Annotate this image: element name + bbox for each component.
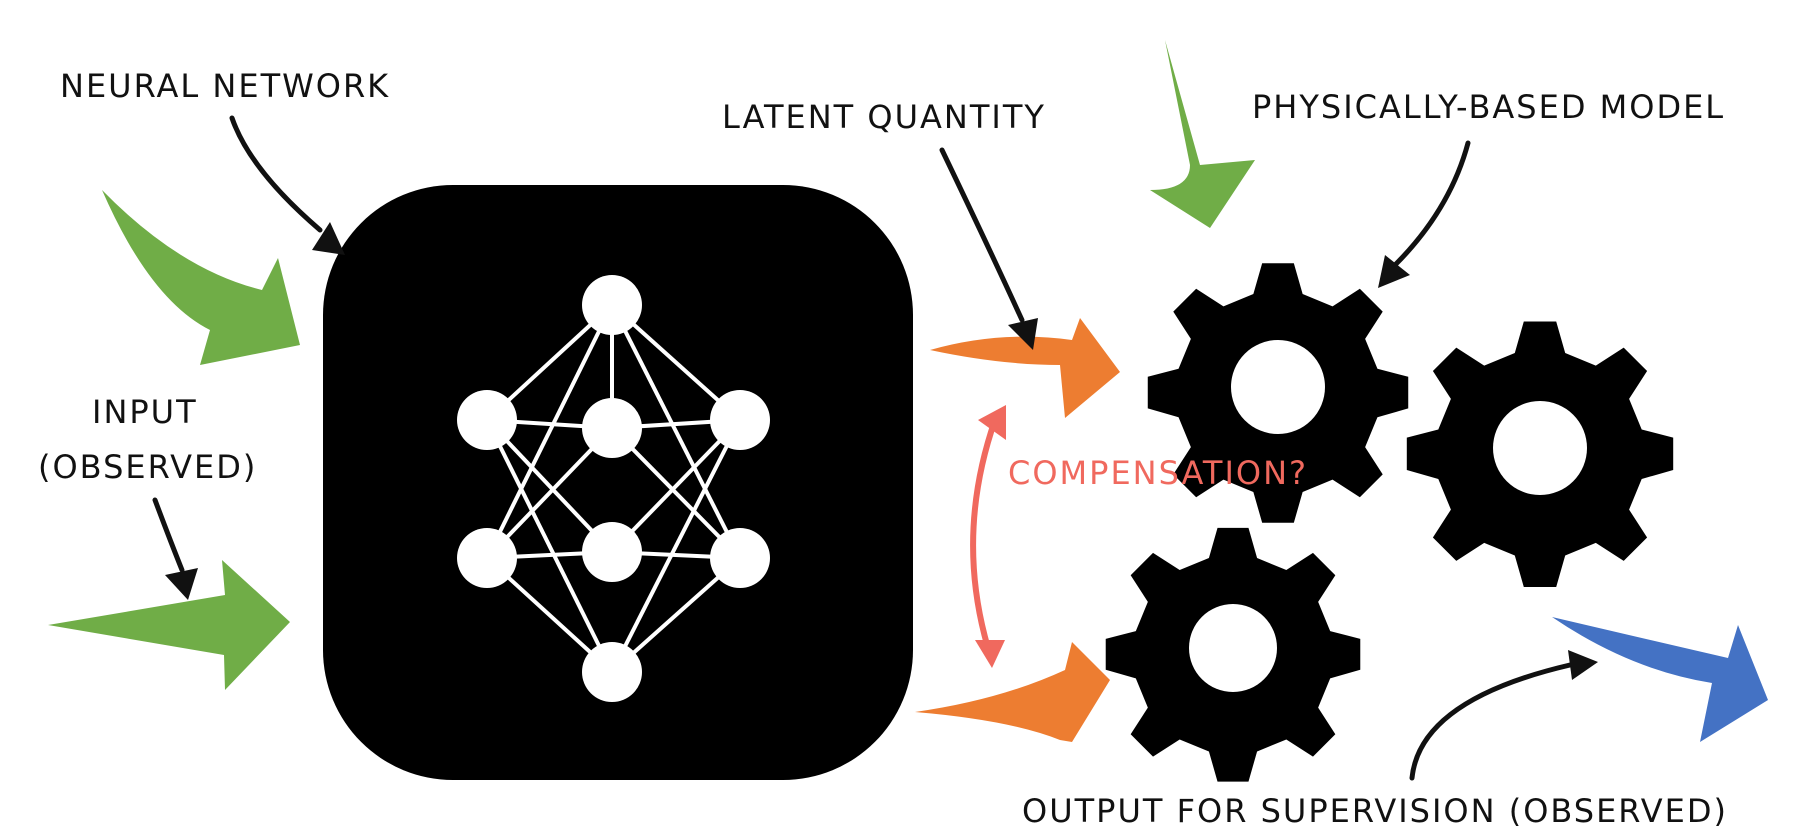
label-input-line1: INPUT xyxy=(92,393,198,431)
label-neural-network: NEURAL NETWORK xyxy=(60,67,390,105)
input-arrow-upper xyxy=(102,190,300,365)
node-bottom xyxy=(582,642,642,702)
label-physically-based-model: PHYSICALLY-BASED MODEL xyxy=(1252,88,1725,126)
input-pointer xyxy=(152,497,198,600)
neural-network-pointer xyxy=(229,115,345,255)
latent-quantity-pointer xyxy=(939,147,1038,350)
latent-arrow-lower xyxy=(915,642,1110,742)
network-nodes xyxy=(457,275,770,702)
node-right-upper xyxy=(710,390,770,450)
neural-network-box xyxy=(323,185,913,780)
model-input-arrow xyxy=(1150,40,1255,228)
node-left-lower xyxy=(457,528,517,588)
input-arrow-lower xyxy=(48,560,290,690)
node-left-upper xyxy=(457,390,517,450)
node-center-upper xyxy=(582,398,642,458)
node-center-lower xyxy=(582,522,642,582)
label-input-line2: (OBSERVED) xyxy=(38,448,257,486)
label-compensation: COMPENSATION? xyxy=(1008,454,1308,492)
compensation-arrow xyxy=(970,405,1006,668)
node-right-lower xyxy=(710,528,770,588)
output-arrow xyxy=(1552,617,1768,742)
model-pointer xyxy=(1378,140,1471,288)
latent-arrow-upper xyxy=(930,318,1120,418)
gear-icon xyxy=(1105,527,1361,782)
node-top xyxy=(582,275,642,335)
label-output: OUTPUT FOR SUPERVISION (OBSERVED) xyxy=(1022,792,1728,830)
gear-icon xyxy=(1406,321,1674,587)
gear-icon xyxy=(1147,263,1409,523)
output-pointer xyxy=(1409,650,1598,781)
label-latent-quantity: LATENT QUANTITY xyxy=(722,98,1046,136)
